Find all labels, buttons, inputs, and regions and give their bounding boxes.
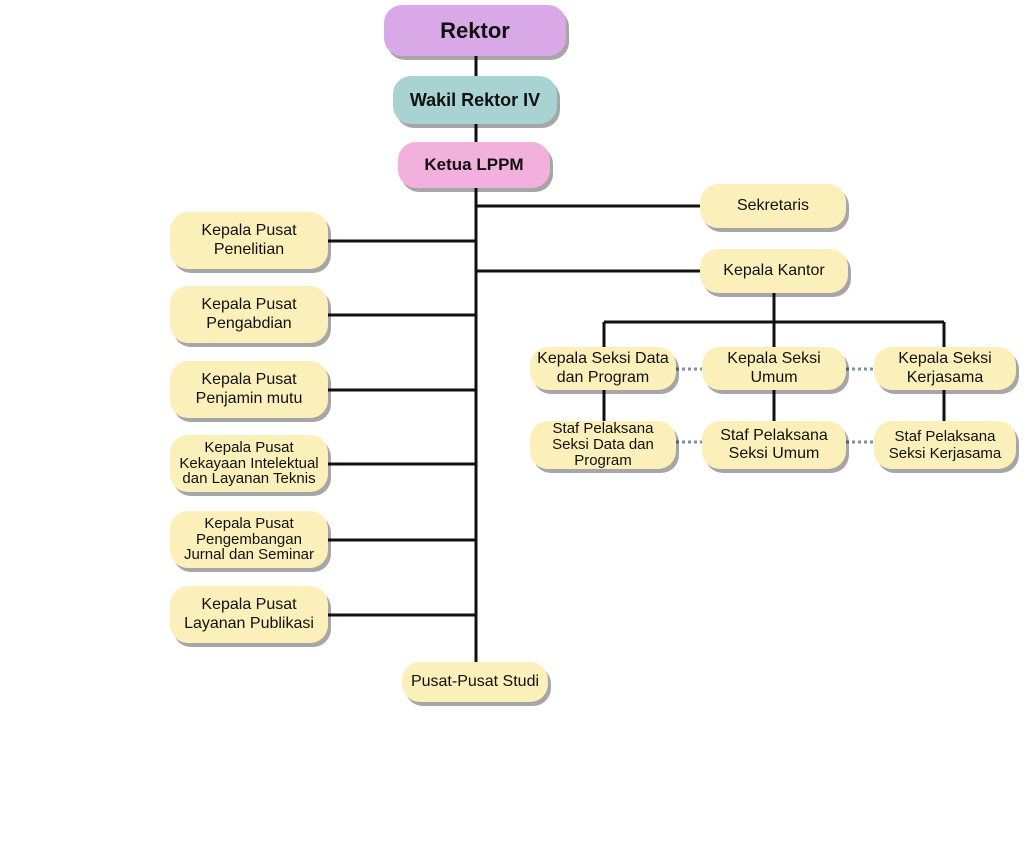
kepala-seksi-kerjasama-node: Kepala Seksi Kerjasama [874,347,1016,390]
sekretaris-node: Sekretaris [700,184,846,228]
kepala-pusat-penelitian-node: Kepala Pusat Penelitian [170,212,328,269]
ketua-lppm-node: Ketua LPPM [398,142,550,188]
kepala-pusat-penjamin-mutu-node: Kepala Pusat Penjamin mutu [170,361,328,418]
kepala-pusat-layanan-publikasi-node: Kepala Pusat Layanan Publikasi [170,586,328,643]
kepala-pusat-pengembangan-jurnal-node: Kepala Pusat Pengembangan Jurnal dan Sem… [170,511,328,568]
kepala-pusat-pengabdian-node: Kepala Pusat Pengabdian [170,286,328,343]
kepala-seksi-data-program-node: Kepala Seksi Data dan Program [530,347,676,390]
kepala-kantor-node: Kepala Kantor [700,249,848,293]
rektor-node: Rektor [384,5,566,56]
staf-pelaksana-umum-node: Staf Pelaksana Seksi Umum [702,421,846,469]
staf-pelaksana-data-program-node: Staf Pelaksana Seksi Data dan Program [530,421,676,469]
kepala-pusat-kekayaan-intelektual-node: Kepala Pusat Kekayaan Intelektual dan La… [170,435,328,492]
pusat-pusat-studi-node: Pusat-Pusat Studi [402,662,548,702]
staf-pelaksana-kerjasama-node: Staf Pelaksana Seksi Kerjasama [874,421,1016,469]
kepala-seksi-umum-node: Kepala Seksi Umum [702,347,846,390]
wakil-rektor-node: Wakil Rektor IV [393,76,557,124]
